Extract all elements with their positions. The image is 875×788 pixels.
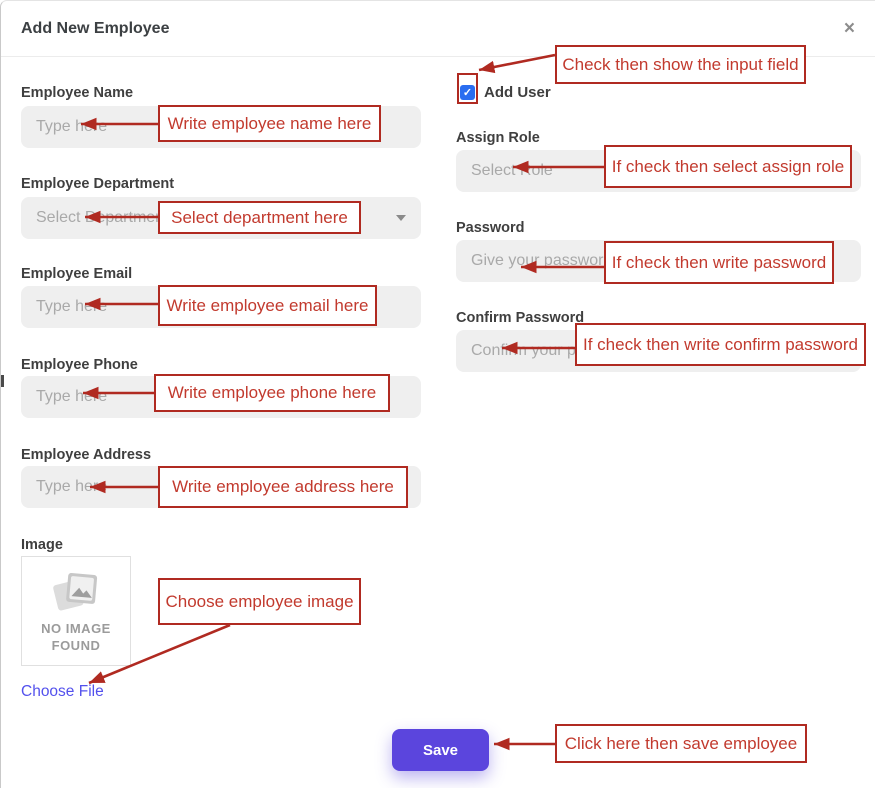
annotation-role: If check then select assign role	[604, 145, 852, 188]
modal-header: Add New Employee ×	[1, 1, 875, 57]
modal-title: Add New Employee	[21, 20, 170, 37]
employee-phone-label: Employee Phone	[21, 357, 138, 373]
confirm-password-label: Confirm Password	[456, 310, 585, 326]
employee-email-label: Employee Email	[21, 266, 133, 282]
employee-department-label: Employee Department	[21, 176, 175, 192]
annotation-department: Select department here	[158, 201, 361, 234]
assign-role-placeholder: Select Role	[471, 162, 553, 179]
annotation-address: Write employee address here	[158, 466, 408, 508]
no-image-text: NO IMAGE FOUND	[41, 621, 111, 653]
annotation-email: Write employee email here	[158, 285, 377, 326]
annotation-phone: Write employee phone here	[154, 374, 390, 412]
add-user-checkbox[interactable]: ✓	[460, 85, 475, 100]
close-icon[interactable]: ×	[843, 18, 855, 39]
save-button[interactable]: Save	[392, 729, 489, 771]
assign-role-label: Assign Role	[456, 130, 540, 146]
add-user-label: Add User	[484, 84, 551, 101]
chevron-down-icon	[396, 215, 406, 221]
employee-name-label: Employee Name	[21, 85, 134, 101]
annotation-image: Choose employee image	[158, 578, 361, 625]
no-image-icon	[53, 573, 98, 611]
password-label: Password	[456, 220, 525, 236]
choose-file-link[interactable]: Choose File	[21, 683, 104, 700]
image-label: Image	[21, 537, 63, 553]
checkbox-highlight-rect	[457, 73, 478, 104]
annotation-check-user: Check then show the input field	[555, 45, 806, 84]
annotation-confirm-password: If check then write confirm password	[575, 323, 866, 366]
annotation-password: If check then write password	[604, 241, 834, 284]
annotation-name: Write employee name here	[158, 105, 381, 142]
image-preview-placeholder: NO IMAGE FOUND	[21, 556, 131, 666]
left-edge-artifact	[1, 375, 4, 387]
employee-address-label: Employee Address	[21, 447, 152, 463]
annotation-save: Click here then save employee	[555, 724, 807, 763]
employee-department-placeholder: Select Department	[36, 209, 169, 226]
